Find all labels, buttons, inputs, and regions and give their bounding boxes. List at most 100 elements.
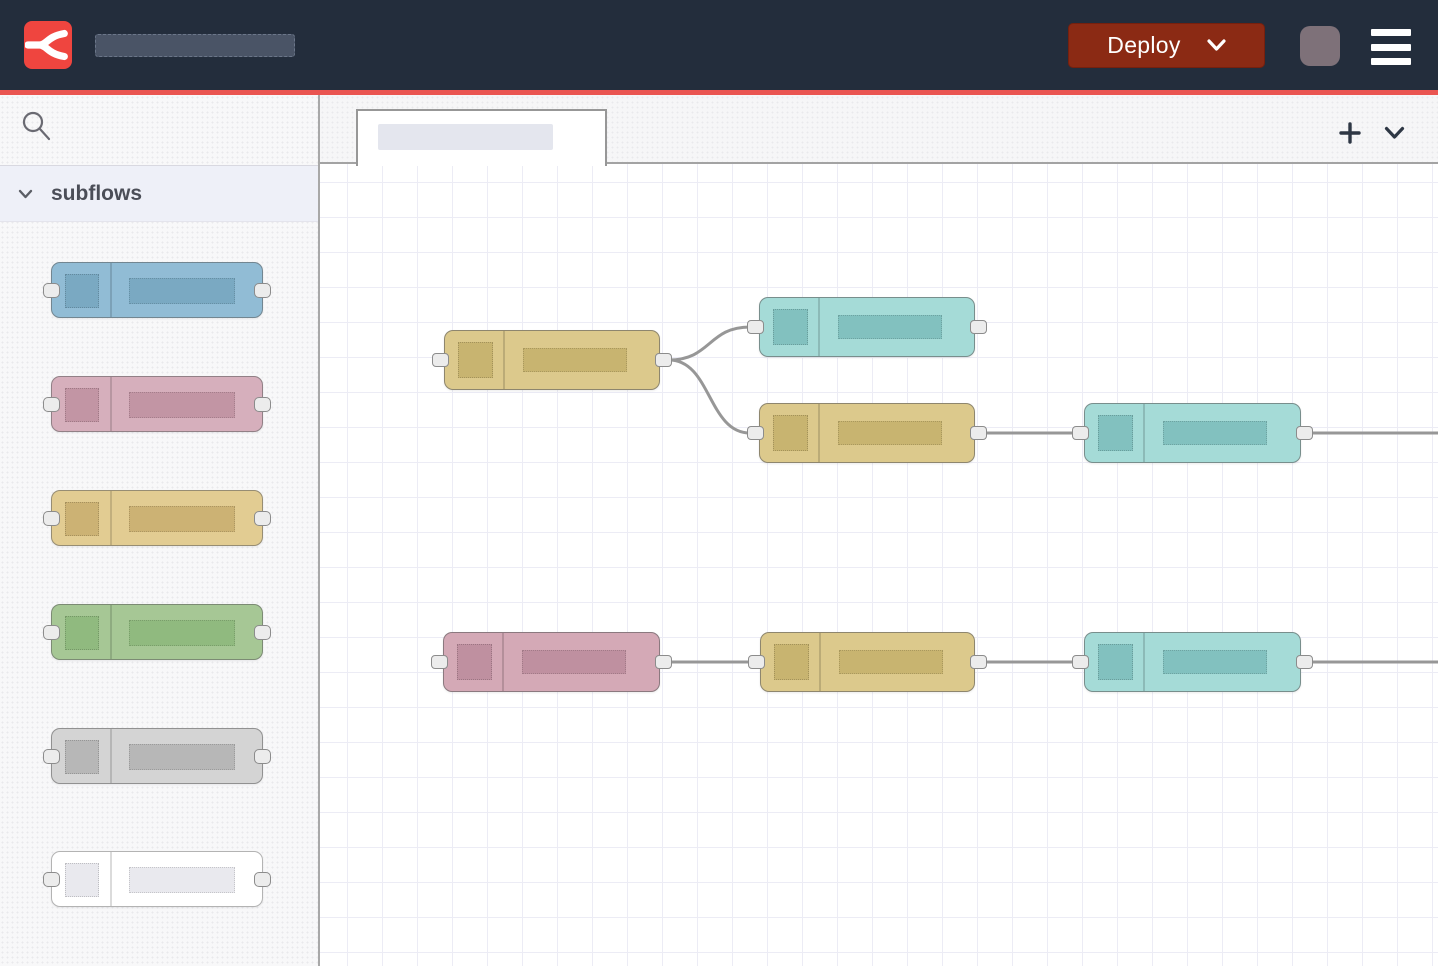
flow-tab-active[interactable] bbox=[356, 109, 607, 166]
node-icon bbox=[65, 740, 99, 774]
node-icon bbox=[65, 388, 99, 422]
node-output-port[interactable] bbox=[254, 625, 271, 640]
node-label-placeholder bbox=[129, 867, 235, 893]
node-input-port[interactable] bbox=[43, 625, 60, 640]
node-label-placeholder bbox=[523, 348, 627, 372]
avatar[interactable] bbox=[1300, 26, 1340, 66]
header-bar: Deploy bbox=[0, 0, 1438, 90]
palette-node-white[interactable] bbox=[43, 851, 271, 907]
search-icon[interactable] bbox=[21, 110, 51, 142]
flow-node-tan[interactable] bbox=[748, 632, 987, 692]
flow-node-pink[interactable] bbox=[431, 632, 672, 692]
deploy-button-label: Deploy bbox=[1107, 32, 1181, 58]
palette-node-gray[interactable] bbox=[43, 728, 271, 784]
node-icon bbox=[773, 415, 808, 451]
palette-node-tan[interactable] bbox=[43, 490, 271, 546]
node-label-placeholder bbox=[1163, 650, 1267, 674]
node-output-port[interactable] bbox=[254, 397, 271, 412]
node-input-port[interactable] bbox=[748, 655, 765, 669]
node-output-port[interactable] bbox=[655, 353, 672, 367]
palette-node-pink[interactable] bbox=[43, 376, 271, 432]
node-output-port[interactable] bbox=[1296, 426, 1313, 440]
node-label-placeholder bbox=[129, 278, 235, 304]
flow-node-cyan[interactable] bbox=[1072, 403, 1313, 463]
node-input-port[interactable] bbox=[43, 283, 60, 298]
node-icon-separator bbox=[818, 298, 820, 356]
node-input-port[interactable] bbox=[432, 353, 449, 367]
flow-node-tan[interactable] bbox=[747, 403, 987, 463]
node-icon-separator bbox=[110, 605, 112, 659]
deploy-button[interactable]: Deploy bbox=[1068, 23, 1265, 68]
node-icon bbox=[65, 274, 99, 308]
node-input-port[interactable] bbox=[43, 749, 60, 764]
node-input-port[interactable] bbox=[747, 426, 764, 440]
node-label-placeholder bbox=[129, 744, 235, 770]
palette-sidebar: subflows bbox=[0, 95, 320, 966]
flow-list-button[interactable] bbox=[1381, 120, 1407, 146]
node-icon bbox=[1098, 415, 1133, 451]
hamburger-bar bbox=[1371, 29, 1411, 36]
node-output-port[interactable] bbox=[655, 655, 672, 669]
flow-canvas[interactable] bbox=[320, 164, 1438, 966]
node-label-placeholder bbox=[129, 506, 235, 532]
node-output-port[interactable] bbox=[970, 426, 987, 440]
node-input-port[interactable] bbox=[747, 320, 764, 334]
header-accent-line bbox=[0, 90, 1438, 95]
node-label-placeholder bbox=[129, 392, 235, 418]
node-output-port[interactable] bbox=[254, 749, 271, 764]
flow-node-cyan[interactable] bbox=[1072, 632, 1313, 692]
wire[interactable] bbox=[668, 358, 751, 435]
palette-section-label: subflows bbox=[51, 181, 143, 205]
node-icon-separator bbox=[819, 633, 821, 691]
node-icon bbox=[65, 863, 99, 897]
node-input-port[interactable] bbox=[43, 397, 60, 412]
node-output-port[interactable] bbox=[970, 320, 987, 334]
node-icon-separator bbox=[110, 491, 112, 545]
node-input-port[interactable] bbox=[1072, 426, 1089, 440]
node-icon-separator bbox=[110, 377, 112, 431]
palette-section-subflows[interactable]: subflows bbox=[0, 165, 318, 222]
palette-node-blue[interactable] bbox=[43, 262, 271, 318]
hamburger-menu-icon[interactable] bbox=[1371, 29, 1411, 65]
node-icon bbox=[1098, 644, 1133, 680]
node-label-placeholder bbox=[838, 421, 942, 445]
node-output-port[interactable] bbox=[254, 511, 271, 526]
add-flow-button[interactable] bbox=[1337, 120, 1363, 146]
flow-node-tan[interactable] bbox=[432, 330, 672, 390]
node-input-port[interactable] bbox=[43, 511, 60, 526]
node-output-port[interactable] bbox=[254, 872, 271, 887]
node-red-logo[interactable] bbox=[24, 21, 72, 69]
node-icon-separator bbox=[1143, 404, 1145, 462]
node-input-port[interactable] bbox=[431, 655, 448, 669]
plus-icon bbox=[1339, 122, 1361, 144]
chevron-down-icon bbox=[18, 189, 33, 198]
hamburger-bar bbox=[1371, 43, 1411, 51]
node-icon-separator bbox=[110, 852, 112, 906]
node-output-port[interactable] bbox=[970, 655, 987, 669]
node-label-placeholder bbox=[522, 650, 626, 674]
header-title-placeholder bbox=[95, 34, 295, 57]
node-input-port[interactable] bbox=[43, 872, 60, 887]
node-icon bbox=[773, 309, 808, 345]
node-icon-separator bbox=[1143, 633, 1145, 691]
flow-tab-label-placeholder bbox=[378, 124, 553, 150]
node-icon bbox=[458, 342, 493, 378]
node-icon-separator bbox=[110, 729, 112, 783]
node-input-port[interactable] bbox=[1072, 655, 1089, 669]
palette-search[interactable] bbox=[0, 95, 318, 165]
node-output-port[interactable] bbox=[254, 283, 271, 298]
node-icon-separator bbox=[502, 633, 504, 691]
node-label-placeholder bbox=[129, 620, 235, 646]
wire[interactable] bbox=[668, 325, 751, 362]
flow-node-cyan[interactable] bbox=[747, 297, 987, 357]
workspace bbox=[320, 95, 1438, 966]
node-label-placeholder bbox=[839, 650, 943, 674]
node-icon-separator bbox=[818, 404, 820, 462]
chevron-down-icon bbox=[1207, 39, 1226, 51]
node-red-logo-icon bbox=[25, 29, 68, 61]
node-output-port[interactable] bbox=[1296, 655, 1313, 669]
node-icon bbox=[65, 616, 99, 650]
chevron-down-icon bbox=[1384, 126, 1404, 139]
palette-node-green[interactable] bbox=[43, 604, 271, 660]
node-icon bbox=[774, 644, 809, 680]
